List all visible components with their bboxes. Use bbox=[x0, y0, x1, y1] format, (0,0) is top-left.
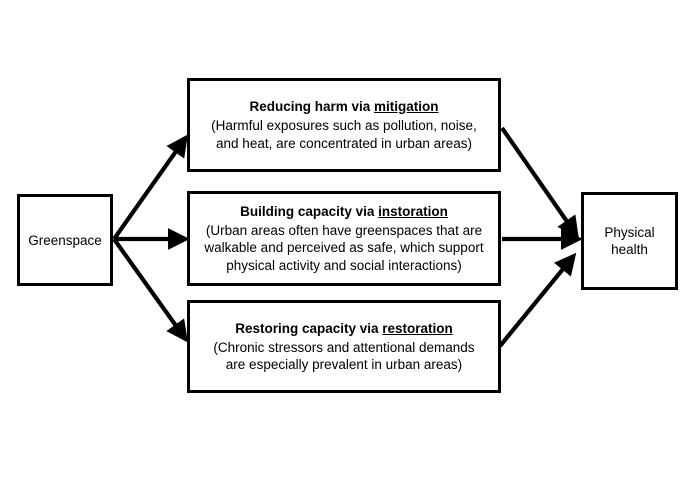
node-instoration-body: (Urban areas often have greenspaces that… bbox=[204, 222, 483, 275]
node-instoration-body-line: walkable and perceived as safe, which su… bbox=[204, 240, 484, 256]
node-mitigation-heading: Reducing harm via mitigation bbox=[249, 98, 438, 116]
connector-greenspace-to-restoration bbox=[112, 237, 188, 343]
node-mitigation-body: (Harmful exposures such as pollution, no… bbox=[211, 117, 477, 152]
node-instoration[interactable]: Building capacity via instoration (Urban… bbox=[187, 191, 501, 286]
node-restoration-heading-emphasis: restoration bbox=[382, 320, 453, 336]
node-restoration-heading-prefix: Restoring capacity via bbox=[235, 320, 383, 336]
node-mitigation-body-line: and heat, are concentrated in urban area… bbox=[216, 135, 472, 151]
node-mitigation-heading-emphasis: mitigation bbox=[374, 99, 439, 114]
connector-greenspace-to-mitigation bbox=[112, 134, 188, 241]
node-mitigation-heading-prefix: Reducing harm via bbox=[249, 99, 375, 114]
node-restoration-heading: Restoring capacity via restoration bbox=[235, 320, 453, 338]
node-greenspace-label: Greenspace bbox=[28, 232, 102, 248]
node-physical-health[interactable]: Physical health bbox=[581, 192, 678, 290]
node-mitigation-body-line: (Harmful exposures such as pollution, no… bbox=[211, 118, 477, 133]
node-instoration-body-line: physical activity and social interaction… bbox=[226, 257, 462, 273]
node-greenspace[interactable]: Greenspace bbox=[17, 194, 113, 286]
node-instoration-heading: Building capacity via instoration bbox=[240, 203, 448, 221]
node-restoration[interactable]: Restoring capacity via restoration (Chro… bbox=[187, 300, 501, 393]
connector-restoration-to-health bbox=[498, 252, 577, 348]
node-restoration-body-line: are especially prevalent in urban areas) bbox=[225, 357, 463, 372]
node-mitigation[interactable]: Reducing harm via mitigation (Harmful ex… bbox=[187, 78, 501, 172]
node-physical-health-label-line2: health bbox=[611, 242, 648, 257]
node-instoration-body-line: (Urban areas often have greenspaces that… bbox=[205, 222, 483, 238]
connector-mitigation-to-health bbox=[500, 126, 579, 239]
node-instoration-heading-emphasis: instoration bbox=[378, 203, 448, 219]
node-restoration-body-line: (Chronic stressors and attentional deman… bbox=[213, 339, 475, 355]
node-instoration-heading-prefix: Building capacity via bbox=[240, 203, 379, 219]
node-physical-health-label-line1: Physical bbox=[604, 225, 655, 240]
node-restoration-body: (Chronic stressors and attentional deman… bbox=[213, 339, 474, 374]
